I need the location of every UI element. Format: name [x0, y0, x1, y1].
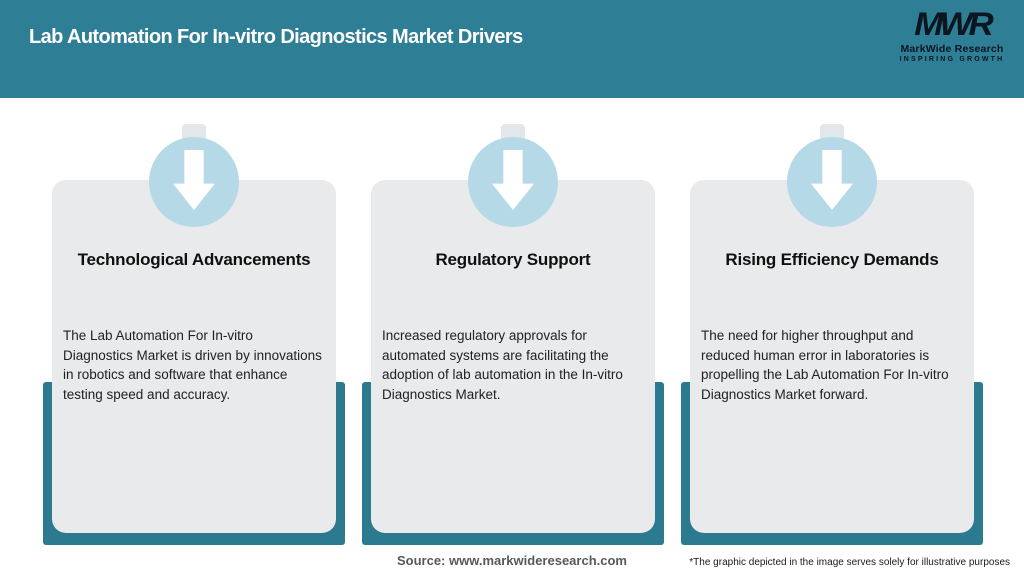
page-title: Lab Automation For In-vitro Diagnostics … [29, 26, 523, 48]
card-title: Regulatory Support [435, 250, 591, 269]
down-arrow-icon [492, 150, 534, 210]
card-description: The need for higher throughput and reduc… [701, 328, 949, 402]
brand-logo: MWR MarkWide Research INSPIRING GROWTH [892, 8, 1012, 63]
card-panel: Rising Efficiency Demands The need for h… [690, 180, 974, 533]
card-title: Rising Efficiency Demands [725, 250, 939, 269]
arrow-badge [468, 137, 558, 227]
brand-monogram: MWR [914, 6, 993, 43]
card-panel: Technological Advancements The Lab Autom… [52, 180, 336, 533]
down-arrow-icon [173, 150, 215, 210]
brand-tagline: INSPIRING GROWTH [899, 56, 1005, 63]
brand-name: MarkWide Research [900, 43, 1004, 55]
source-text: Source: www.markwideresearch.com [396, 553, 627, 568]
arrow-badge [149, 137, 239, 227]
driver-card-regulatory-support: Regulatory Support Increased regulatory … [362, 124, 664, 546]
card-description: Increased regulatory approvals for autom… [382, 328, 623, 402]
down-arrow-icon [811, 150, 853, 210]
driver-card-technological-advancements: Technological Advancements The Lab Autom… [43, 124, 345, 546]
header-bar: Lab Automation For In-vitro Diagnostics … [0, 0, 1024, 98]
card-description: The Lab Automation For In-vitro Diagnost… [63, 328, 322, 402]
arrow-badge [787, 137, 877, 227]
driver-card-rising-efficiency-demands: Rising Efficiency Demands The need for h… [681, 124, 983, 546]
card-panel: Regulatory Support Increased regulatory … [371, 180, 655, 533]
disclaimer-text: *The graphic depicted in the image serve… [689, 557, 1010, 568]
card-title: Technological Advancements [77, 250, 311, 269]
